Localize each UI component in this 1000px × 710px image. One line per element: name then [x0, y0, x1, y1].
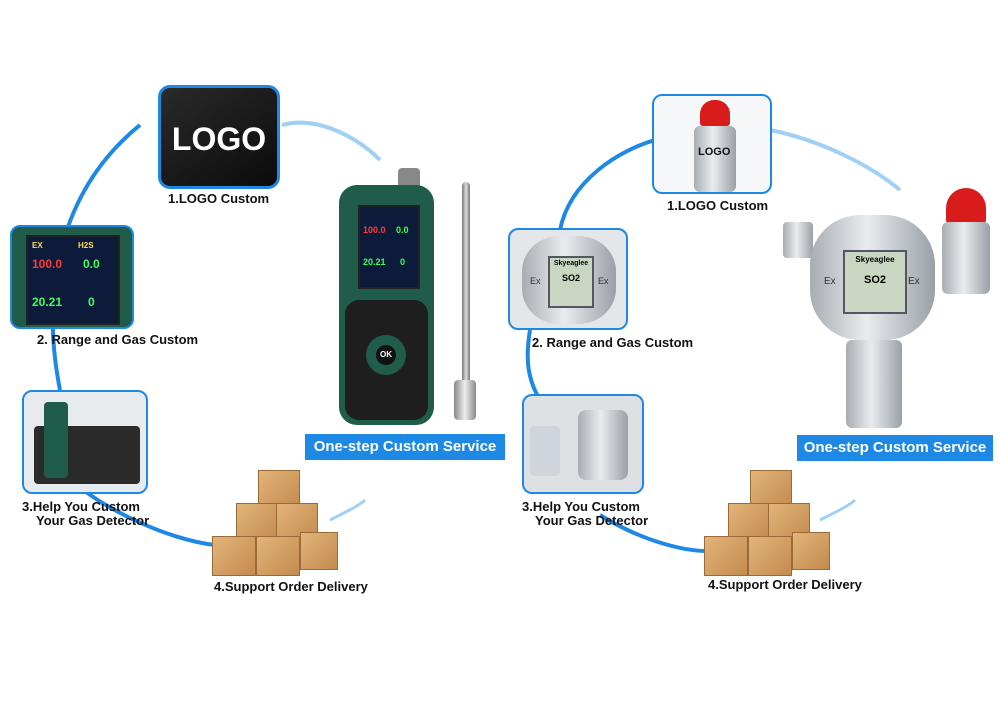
handheld-in-case — [44, 402, 68, 478]
right-case-card — [522, 394, 644, 494]
logo-tile-text: LOGO — [171, 121, 267, 157]
right-step4-label: 4.Support Order Delivery — [708, 577, 862, 592]
right-step1-label: 1.LOGO Custom — [667, 198, 769, 213]
handheld-screen: 100.0 0.0 20.21 0 — [358, 205, 420, 289]
right-step3-line2: Your Gas Detector — [535, 513, 649, 528]
left-step3-line2: Your Gas Detector — [36, 513, 150, 528]
right-step3-line1: 3.Help You Custom — [522, 499, 640, 514]
left-range-card: EX H2S 100.0 0.0 20.21 0 — [10, 225, 134, 329]
right-logo-text: LOGO — [698, 146, 731, 158]
right-mini-display: Skyeaglee SO2 — [548, 256, 594, 308]
left-step4-label: 4.Support Order Delivery — [214, 579, 368, 594]
mini-screen: EX H2S 100.0 0.0 20.21 0 — [26, 235, 120, 325]
left-step1-label: 1.LOGO Custom — [168, 191, 270, 206]
right-range-card: Skyeaglee SO2 Ex Ex — [508, 228, 628, 330]
alarm-light — [700, 100, 730, 126]
left-step3-line1: 3.Help You Custom — [22, 499, 140, 514]
ok-button: OK — [376, 345, 396, 365]
right-step2-label: 2. Range and Gas Custom — [532, 335, 694, 350]
right-banner: One-step Custom Service — [797, 435, 993, 461]
left-case-card — [22, 390, 148, 494]
left-step2-label: 2. Range and Gas Custom — [37, 332, 199, 347]
left-banner: One-step Custom Service — [305, 434, 505, 460]
right-logo-card: LOGO — [652, 94, 772, 194]
logo-tile: LOGO — [158, 85, 280, 189]
fixed-display: Skyeaglee SO2 — [843, 250, 907, 314]
